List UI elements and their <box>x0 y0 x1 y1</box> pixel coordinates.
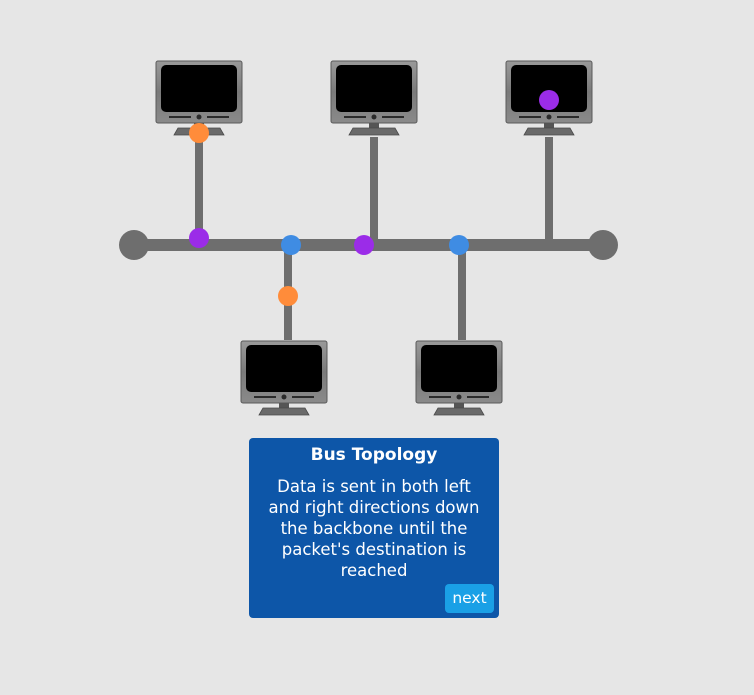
info-box: Bus Topology Data is sent in both left a… <box>249 438 499 618</box>
terminator-right <box>588 230 618 260</box>
computer-top-2 <box>330 60 418 136</box>
packet-purple-1 <box>539 90 559 110</box>
packet-purple-3 <box>354 235 374 255</box>
computer-bottom-1 <box>240 340 328 416</box>
packet-purple-2 <box>189 228 209 248</box>
bus-topology-diagram <box>119 60 618 416</box>
next-button[interactable]: next <box>445 584 494 613</box>
terminator-left <box>119 230 149 260</box>
info-description: Data is sent in both left and right dire… <box>268 477 480 580</box>
packet-orange-2 <box>278 286 298 306</box>
packet-orange-1 <box>189 123 209 143</box>
packet-blue-2 <box>449 235 469 255</box>
packet-blue-1 <box>281 235 301 255</box>
computer-bottom-2 <box>415 340 503 416</box>
info-title: Bus Topology <box>310 445 438 465</box>
